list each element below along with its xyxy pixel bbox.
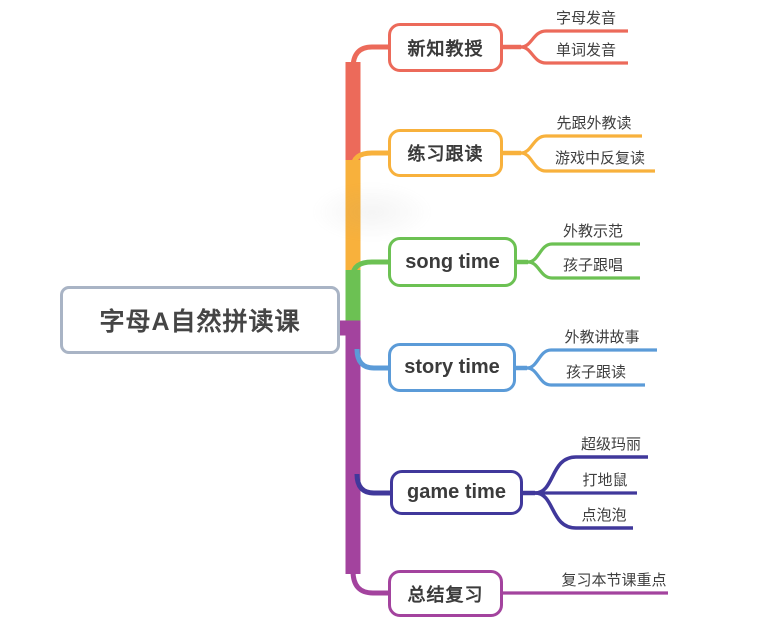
leaf-pop-bubbles[interactable]: 点泡泡 xyxy=(581,507,627,524)
faint-watermark xyxy=(312,183,432,241)
leaf-whack-a-mole[interactable]: 打地鼠 xyxy=(582,472,628,489)
branch-node-practice-read[interactable]: 练习跟读 xyxy=(388,129,503,177)
leaf-super-mario[interactable]: 超级玛丽 xyxy=(580,436,642,453)
leaf-read-with-teacher[interactable]: 先跟外教读 xyxy=(556,115,632,132)
branch-node-teach-new[interactable]: 新知教授 xyxy=(388,23,503,72)
leaf-teacher-tells-story[interactable]: 外教讲故事 xyxy=(564,329,640,346)
leaf-kids-sing-along[interactable]: 孩子跟唱 xyxy=(562,257,624,274)
leaf-teacher-demo[interactable]: 外教示范 xyxy=(562,223,624,240)
leaf-repeat-in-games[interactable]: 游戏中反复读 xyxy=(554,150,646,167)
branch-connector-summary-review xyxy=(339,320,668,596)
branch-node-summary-review[interactable]: 总结复习 xyxy=(388,570,503,617)
leaf-letter-sound[interactable]: 字母发音 xyxy=(555,10,617,27)
branch-connector-teach-new xyxy=(345,29,628,335)
branch-connector-game-time xyxy=(354,455,648,530)
central-topic-node[interactable]: 字母A自然拼读课 xyxy=(60,286,340,354)
leaf-kids-read-along[interactable]: 孩子跟读 xyxy=(565,364,627,381)
branch-connector-story-time xyxy=(354,348,657,387)
leaf-review-key-points[interactable]: 复习本节课重点 xyxy=(561,572,667,589)
branch-node-game-time[interactable]: game time xyxy=(390,470,523,515)
branch-node-story-time[interactable]: story time xyxy=(388,343,516,392)
branch-node-song-time[interactable]: song time xyxy=(388,237,517,287)
leaf-word-sound[interactable]: 单词发音 xyxy=(555,42,617,59)
